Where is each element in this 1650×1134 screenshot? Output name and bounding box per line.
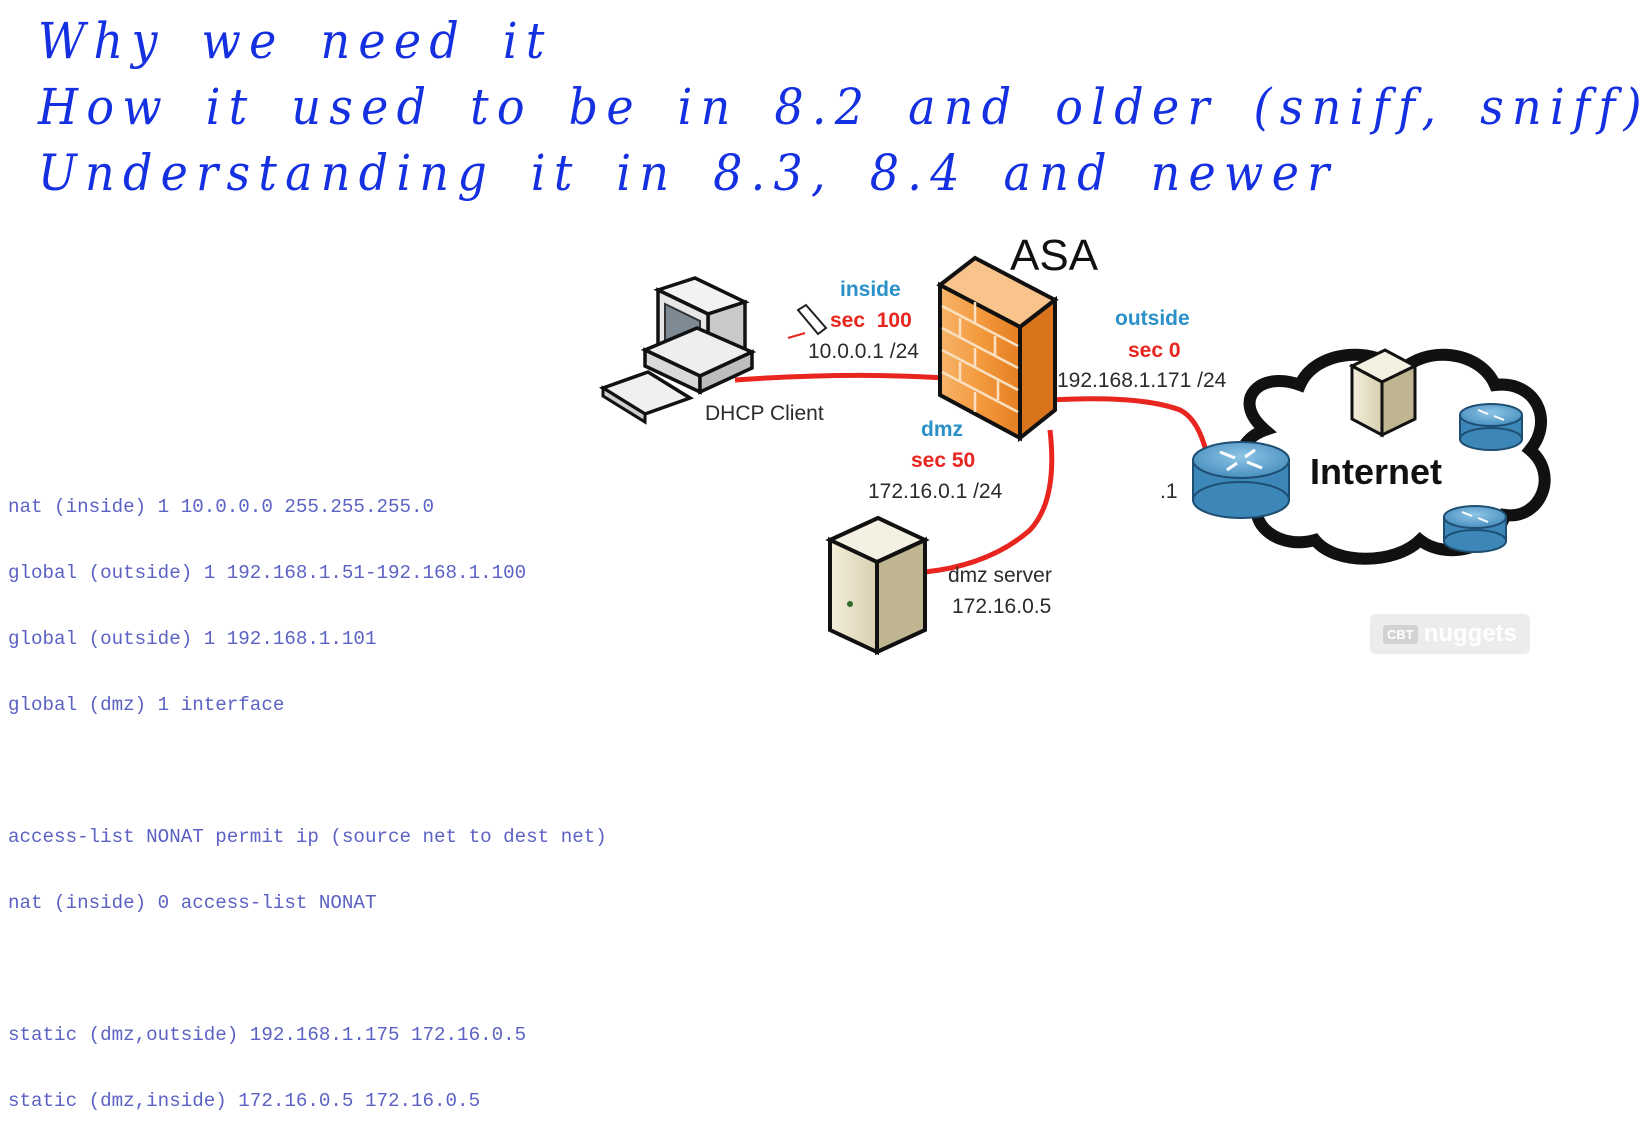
watermark-prefix: CBT [1382, 624, 1418, 644]
dmz-server-ip: 172.16.0.5 [952, 595, 1051, 618]
code-line: static (dmz,inside) 172.16.0.5 172.16.0.… [8, 1090, 481, 1112]
heading-why-we-need-it: Why we need it [38, 12, 553, 70]
watermark-text: nuggets [1423, 620, 1518, 647]
code-line: global (dmz) 1 interface [8, 694, 285, 716]
code-line: nat (inside) 1 10.0.0.0 255.255.255.0 [8, 496, 435, 518]
outside-security-level: sec 0 [1128, 339, 1181, 362]
outside-interface-name: outside [1115, 307, 1190, 330]
pencil-cursor-icon [787, 303, 828, 339]
code-line: global (outside) 1 192.168.1.101 [8, 628, 377, 650]
code-line: access-list NONAT permit ip (source net … [8, 826, 607, 848]
inside-ip: 10.0.0.1 /24 [808, 340, 919, 363]
internet-label: Internet [1310, 451, 1442, 492]
dmz-interface-name: dmz [921, 418, 963, 441]
server-icon [825, 515, 930, 656]
code-line: static (dmz,outside) 192.168.1.175 172.1… [8, 1024, 527, 1046]
dmz-security-level: sec 50 [911, 449, 975, 472]
firewall-icon [936, 255, 1059, 443]
client-label: DHCP Client [705, 402, 824, 425]
network-diagram: ASA DHCP Client inside sec 100 10.0.0.1 … [598, 231, 1551, 656]
outside-ip: 192.168.1.171 /24 [1057, 369, 1227, 392]
router-icon [1192, 441, 1290, 519]
cloud-router-icon [1443, 505, 1507, 553]
dmz-server-label: dmz server [948, 564, 1052, 587]
code-spacer [8, 958, 607, 980]
internet-server-icon [1348, 348, 1419, 438]
link-dmz [924, 429, 1055, 575]
cbt-nuggets-watermark: CBT nuggets [1370, 614, 1530, 654]
config-code-block: nat (inside) 1 10.0.0.0 255.255.255.0 gl… [8, 452, 607, 1134]
code-spacer [8, 760, 607, 782]
link-inside [734, 372, 946, 383]
code-line: global (outside) 1 192.168.1.51-192.168.… [8, 562, 527, 584]
heading-understanding-it: Understanding it in 8.3, 8.4 and newer [38, 144, 1338, 202]
code-line: nat (inside) 0 access-list NONAT [8, 892, 377, 914]
inside-security-level: sec 100 [830, 309, 912, 332]
computer-icon [598, 276, 757, 425]
heading-how-it-used-to-be: How it used to be in 8.2 and older (snif… [38, 78, 1650, 136]
router-ip: .1 [1160, 480, 1178, 503]
firewall-label: ASA [1010, 231, 1099, 280]
dmz-ip: 172.16.0.1 /24 [868, 480, 1003, 503]
link-outside [1049, 396, 1211, 461]
inside-interface-name: inside [840, 278, 901, 301]
cloud-router-icon [1459, 403, 1523, 451]
